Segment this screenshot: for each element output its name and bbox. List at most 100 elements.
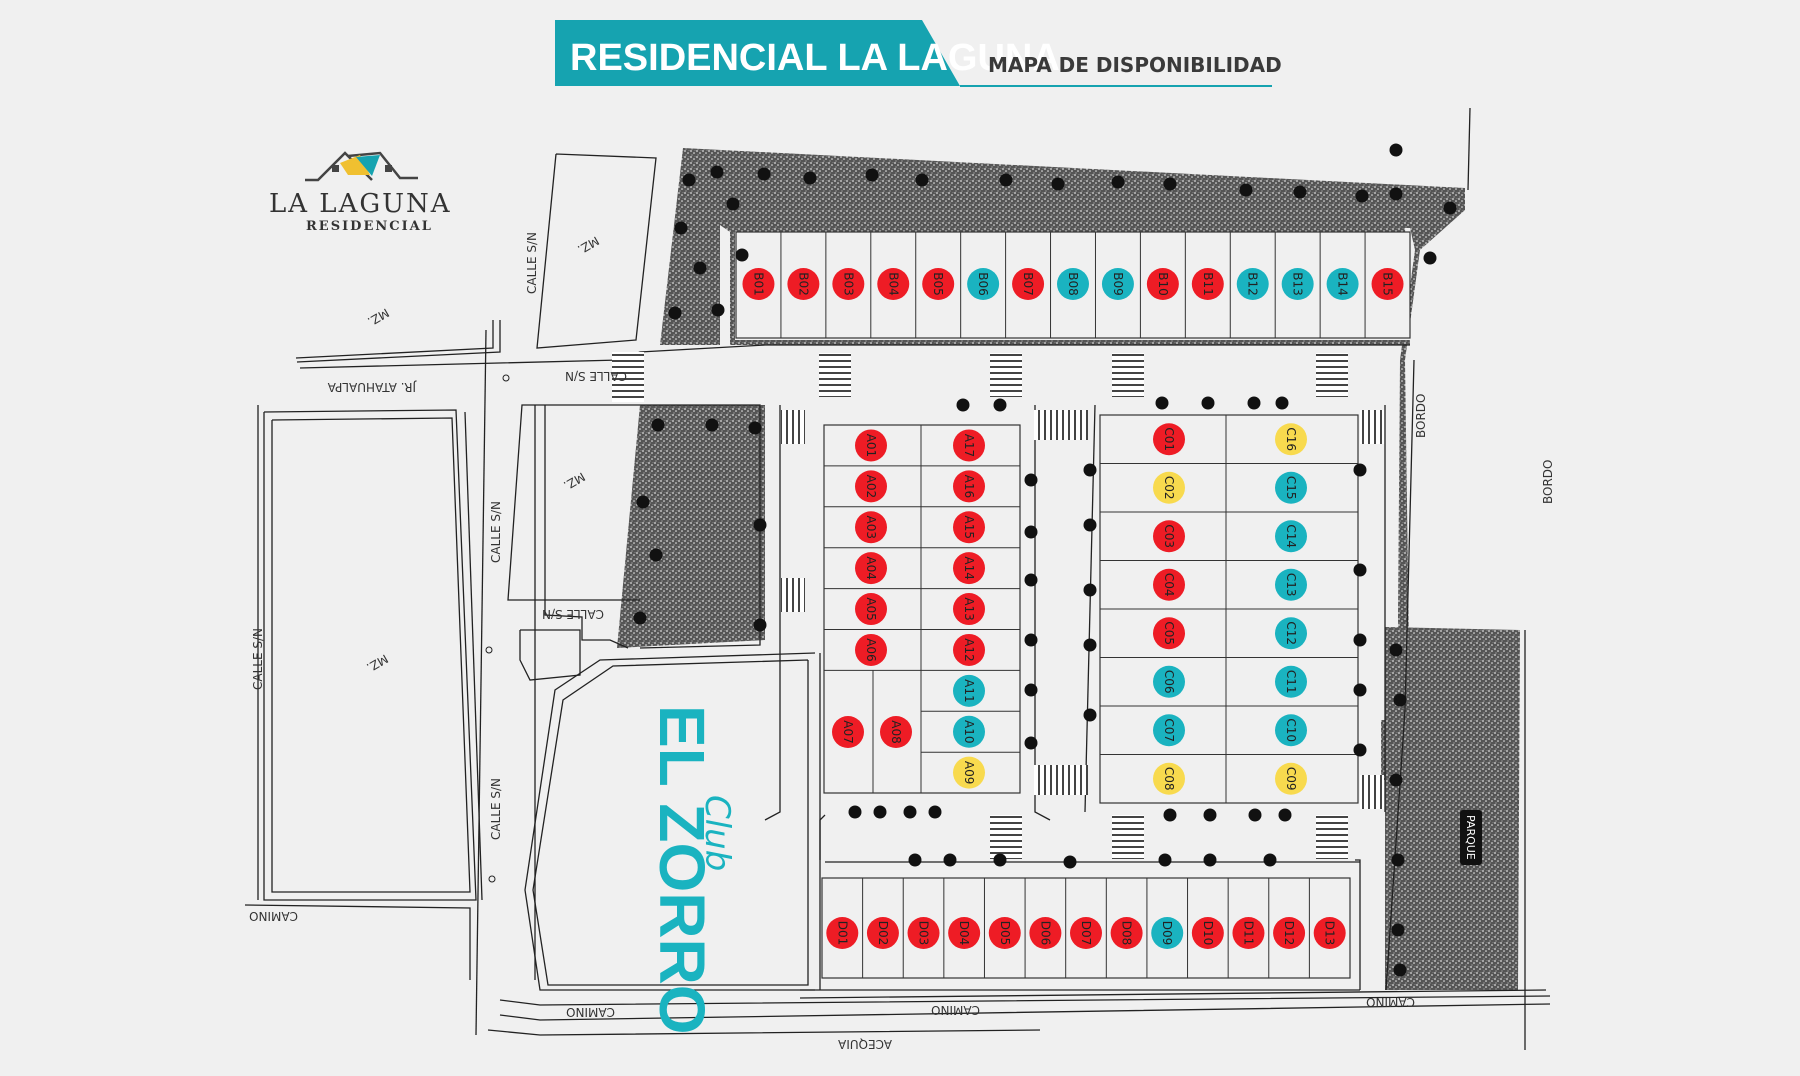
lot-a10[interactable]: A10 bbox=[953, 715, 985, 748]
lot-status-marker bbox=[1275, 520, 1307, 553]
lot-number: D03 bbox=[917, 921, 931, 946]
lot-d03[interactable]: D03 bbox=[907, 917, 940, 949]
lot-number: B11 bbox=[1201, 272, 1215, 296]
lot-b07[interactable]: B07 bbox=[1012, 268, 1045, 300]
lot-a06[interactable]: A06 bbox=[855, 633, 887, 666]
lot-status-marker bbox=[1057, 268, 1089, 300]
lot-a11[interactable]: A11 bbox=[953, 674, 985, 707]
lot-c07[interactable]: C07 bbox=[1153, 714, 1185, 747]
lot-a15[interactable]: A15 bbox=[953, 511, 985, 544]
lot-status-marker bbox=[1153, 471, 1185, 504]
lot-status-marker bbox=[1110, 917, 1143, 949]
lot-a01[interactable]: A01 bbox=[855, 429, 887, 462]
lot-number: A04 bbox=[864, 556, 878, 579]
lot-number: B15 bbox=[1381, 272, 1395, 296]
lot-d08[interactable]: D08 bbox=[1110, 917, 1143, 949]
trees bbox=[633, 143, 1457, 977]
lot-b15[interactable]: B15 bbox=[1371, 268, 1404, 300]
street-label: CAMINO bbox=[931, 1003, 980, 1017]
tree bbox=[1263, 853, 1277, 867]
tree bbox=[993, 853, 1007, 867]
lot-a17[interactable]: A17 bbox=[953, 429, 985, 462]
lots-layer: B01 B02 B03 B04 B05 B06 B07 B08 B09 B10 B11 B12 B13 B… bbox=[742, 268, 1404, 949]
lot-status-marker bbox=[1275, 423, 1307, 456]
tree bbox=[1024, 736, 1038, 750]
lot-c13[interactable]: C13 bbox=[1275, 568, 1307, 601]
lot-status-marker bbox=[953, 511, 985, 544]
tree bbox=[1051, 177, 1065, 191]
tree bbox=[928, 805, 942, 819]
lot-c15[interactable]: C15 bbox=[1275, 471, 1307, 504]
lot-a16[interactable]: A16 bbox=[953, 470, 985, 503]
lot-b04[interactable]: B04 bbox=[877, 268, 910, 300]
lot-c08[interactable]: C08 bbox=[1153, 762, 1185, 795]
lot-c12[interactable]: C12 bbox=[1275, 617, 1307, 650]
lot-status-marker bbox=[1275, 665, 1307, 698]
lot-number: A01 bbox=[864, 434, 878, 457]
lot-b05[interactable]: B05 bbox=[922, 268, 955, 300]
lot-b09[interactable]: B09 bbox=[1101, 268, 1134, 300]
tree bbox=[1389, 187, 1403, 201]
lot-number: B04 bbox=[886, 272, 900, 296]
lot-b11[interactable]: B11 bbox=[1191, 268, 1224, 300]
lot-d05[interactable]: D05 bbox=[988, 917, 1021, 949]
lot-b01[interactable]: B01 bbox=[742, 268, 775, 300]
lot-number: C13 bbox=[1284, 573, 1298, 597]
lot-a03[interactable]: A03 bbox=[855, 511, 887, 544]
lot-status-marker bbox=[953, 429, 985, 462]
lot-a08[interactable]: A08 bbox=[880, 716, 912, 748]
lot-a02[interactable]: A02 bbox=[855, 470, 887, 503]
manzana-label: MZ. bbox=[364, 651, 390, 674]
lot-b08[interactable]: B08 bbox=[1057, 268, 1089, 300]
lot-c16[interactable]: C16 bbox=[1275, 423, 1307, 456]
lot-c14[interactable]: C14 bbox=[1275, 520, 1307, 553]
street-label: CALLE S/N bbox=[489, 501, 503, 563]
lot-status-marker bbox=[787, 268, 820, 300]
tree bbox=[1163, 177, 1177, 191]
lot-b03[interactable]: B03 bbox=[832, 268, 865, 300]
lot-c11[interactable]: C11 bbox=[1275, 665, 1307, 698]
lot-c10[interactable]: C10 bbox=[1275, 714, 1307, 747]
lot-d09[interactable]: D09 bbox=[1151, 917, 1184, 949]
lot-status-marker bbox=[1275, 617, 1307, 650]
tree bbox=[1024, 633, 1038, 647]
lot-b06[interactable]: B06 bbox=[967, 268, 1000, 300]
lot-b10[interactable]: B10 bbox=[1146, 268, 1179, 300]
lot-status-marker bbox=[1153, 617, 1185, 650]
lot-b14[interactable]: B14 bbox=[1326, 268, 1359, 300]
lot-a09[interactable]: A09 bbox=[953, 756, 985, 789]
lot-a13[interactable]: A13 bbox=[953, 593, 985, 626]
tree bbox=[1111, 175, 1125, 189]
lot-d02[interactable]: D02 bbox=[866, 917, 899, 949]
lot-a05[interactable]: A05 bbox=[855, 593, 887, 626]
lot-d07[interactable]: D07 bbox=[1070, 917, 1102, 949]
lot-b13[interactable]: B13 bbox=[1281, 268, 1314, 300]
lot-c02[interactable]: C02 bbox=[1153, 471, 1185, 504]
lot-c09[interactable]: C09 bbox=[1275, 762, 1307, 795]
crosswalk bbox=[1112, 353, 1144, 397]
lot-c03[interactable]: C03 bbox=[1153, 520, 1185, 553]
lot-d06[interactable]: D06 bbox=[1029, 917, 1062, 949]
lot-c01[interactable]: C01 bbox=[1153, 423, 1185, 456]
street-label: CALLE S/N bbox=[489, 778, 503, 840]
lot-a14[interactable]: A14 bbox=[953, 552, 985, 585]
lot-a12[interactable]: A12 bbox=[953, 633, 985, 666]
lot-d01[interactable]: D01 bbox=[826, 917, 859, 949]
lot-d13[interactable]: D13 bbox=[1313, 917, 1346, 949]
lot-b12[interactable]: B12 bbox=[1236, 268, 1269, 300]
lot-c05[interactable]: C05 bbox=[1153, 617, 1185, 650]
lot-status-marker bbox=[948, 917, 981, 949]
lot-c06[interactable]: C06 bbox=[1153, 665, 1185, 698]
lot-d04[interactable]: D04 bbox=[948, 917, 981, 949]
lot-d12[interactable]: D12 bbox=[1273, 917, 1306, 949]
lot-d11[interactable]: D11 bbox=[1232, 917, 1265, 949]
lot-number: A05 bbox=[864, 597, 878, 620]
lot-a07[interactable]: A07 bbox=[832, 716, 864, 748]
tree bbox=[711, 303, 725, 317]
lot-a04[interactable]: A04 bbox=[855, 552, 887, 585]
lot-d10[interactable]: D10 bbox=[1191, 917, 1224, 949]
lot-c04[interactable]: C04 bbox=[1153, 568, 1185, 601]
lot-b02[interactable]: B02 bbox=[787, 268, 820, 300]
tree bbox=[1353, 683, 1367, 697]
